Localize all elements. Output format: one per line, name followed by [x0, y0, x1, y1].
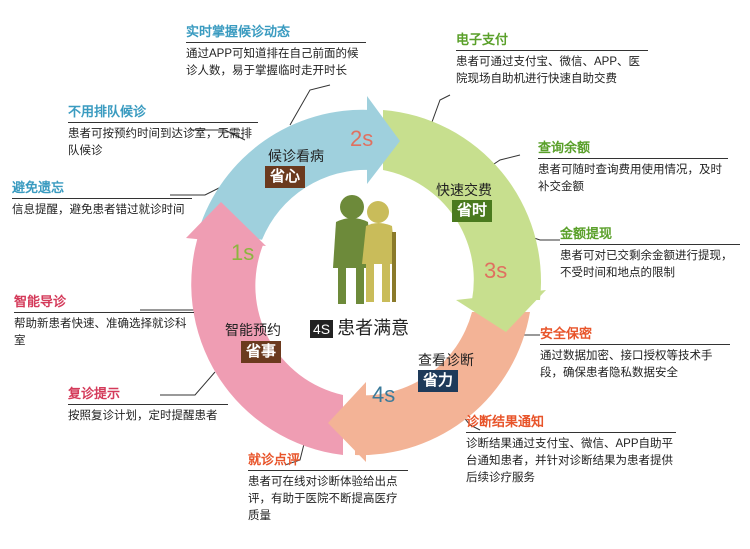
callout-c8-rule [538, 158, 728, 159]
center-title-text: 患者满意 [337, 318, 410, 338]
arrow-head-s3 [456, 290, 546, 332]
callout-c11-body: 诊断结果通过支付宝、微信、APP自助平台通知患者，并针对诊断结果为患者提供后续诊… [466, 438, 674, 484]
callout-c3-rule [12, 198, 192, 199]
callout-c4: 智能导诊 帮助新患者快速、准确选择就诊科室 [14, 294, 194, 350]
callout-c10-body: 通过数据加密、接口授权等技术手段，确保患者隐私数据安全 [540, 350, 713, 379]
callout-c10-rule [540, 344, 730, 345]
callout-c7-title: 电子支付 [456, 32, 509, 47]
segment-badge-s2: 省心 [265, 166, 306, 188]
callout-c10: 安全保密 通过数据加密、接口授权等技术手段，确保患者隐私数据安全 [540, 326, 730, 382]
callout-c6-title: 就诊点评 [248, 452, 301, 467]
center-4s-box: 4S [310, 320, 334, 338]
callout-c5-title: 复诊提示 [68, 386, 121, 401]
arrow-head-s2 [367, 96, 400, 184]
callout-c2-title: 不用排队候诊 [68, 104, 147, 119]
callout-c3: 避免遗忘 信息提醒，避免患者错过就诊时间 [12, 180, 192, 219]
segment-label-s2: 候诊看病 [268, 148, 324, 164]
segment-badge-s4: 省力 [418, 370, 459, 392]
callout-c5-rule [68, 404, 228, 405]
callout-c1: 实时掌握候诊动态 通过APP可知道排在自己前面的候诊人数，易于掌握临时走开时长 [186, 24, 366, 80]
arrow-head-s4 [328, 382, 366, 462]
callout-c4-title: 智能导诊 [14, 294, 67, 309]
callout-c11-title: 诊断结果通知 [466, 414, 545, 429]
callout-c9-title: 金额提现 [560, 226, 613, 241]
callout-c9: 金额提现 患者可对已交剩余金额进行提现，不受时间和地点的限制 [560, 226, 740, 282]
callout-c7-rule [456, 50, 648, 51]
segment-label-s1: 智能预约 [225, 322, 281, 338]
callout-c3-body: 信息提醒，避免患者错过就诊时间 [12, 204, 185, 216]
callout-c9-body: 患者可对已交剩余金额进行提现，不受时间和地点的限制 [560, 250, 733, 279]
callout-c6-rule [248, 470, 408, 471]
callout-c9-rule [560, 244, 740, 245]
segment-number-s2: 2s [350, 126, 374, 151]
callout-c1-title: 实时掌握候诊动态 [186, 24, 291, 39]
callout-c7: 电子支付 患者可通过支付宝、微信、APP、医院现场自助机进行快速自助交费 [456, 32, 648, 88]
callout-c2-rule [68, 122, 258, 123]
callout-c6: 就诊点评 患者可在线对诊断体验给出点评，有助于医院不断提高医疗质量 [248, 452, 408, 525]
callout-c6-body: 患者可在线对诊断体验给出点评，有助于医院不断提高医疗质量 [248, 476, 398, 522]
callout-c11-rule [466, 432, 676, 433]
callout-c5: 复诊提示 按照复诊计划，定时提醒患者 [68, 386, 228, 425]
callout-c4-body: 帮助新患者快速、准确选择就诊科室 [14, 318, 187, 347]
callout-c1-rule [186, 42, 366, 43]
callout-c2: 不用排队候诊 患者可按预约时间到达诊室，无需排队候诊 [68, 104, 258, 160]
callout-c8-title: 查询余额 [538, 140, 591, 155]
callout-c1-body: 通过APP可知道排在自己前面的候诊人数，易于掌握临时走开时长 [186, 48, 359, 77]
segment-number-s1: 1s [231, 240, 255, 265]
callout-c7-body: 患者可通过支付宝、微信、APP、医院现场自助机进行快速自助交费 [456, 56, 641, 85]
callout-c10-title: 安全保密 [540, 326, 593, 341]
callout-c11: 诊断结果通知 诊断结果通过支付宝、微信、APP自助平台通知患者，并针对诊断结果为… [466, 414, 676, 487]
callout-c4-rule [14, 312, 194, 313]
segment-badge-s1: 省事 [241, 341, 282, 363]
callout-c8: 查询余额 患者可随时查询费用使用情况，及时补交金额 [538, 140, 728, 196]
segment-number-s4: 4s [372, 382, 396, 407]
segment-number-s3: 3s [484, 258, 508, 283]
segment-label-s3: 快速交费 [436, 182, 492, 198]
callout-c8-body: 患者可随时查询费用使用情况，及时补交金额 [538, 164, 722, 193]
callout-c5-body: 按照复诊计划，定时提醒患者 [68, 410, 218, 422]
arrow-head-s1 [186, 202, 266, 246]
callout-c2-body: 患者可按预约时间到达诊室，无需排队候诊 [68, 128, 252, 157]
callout-c3-title: 避免遗忘 [12, 180, 65, 195]
segment-label-s4: 查看诊断 [418, 352, 474, 368]
segment-badge-s3: 省时 [452, 200, 493, 222]
patient-figure [333, 195, 396, 304]
